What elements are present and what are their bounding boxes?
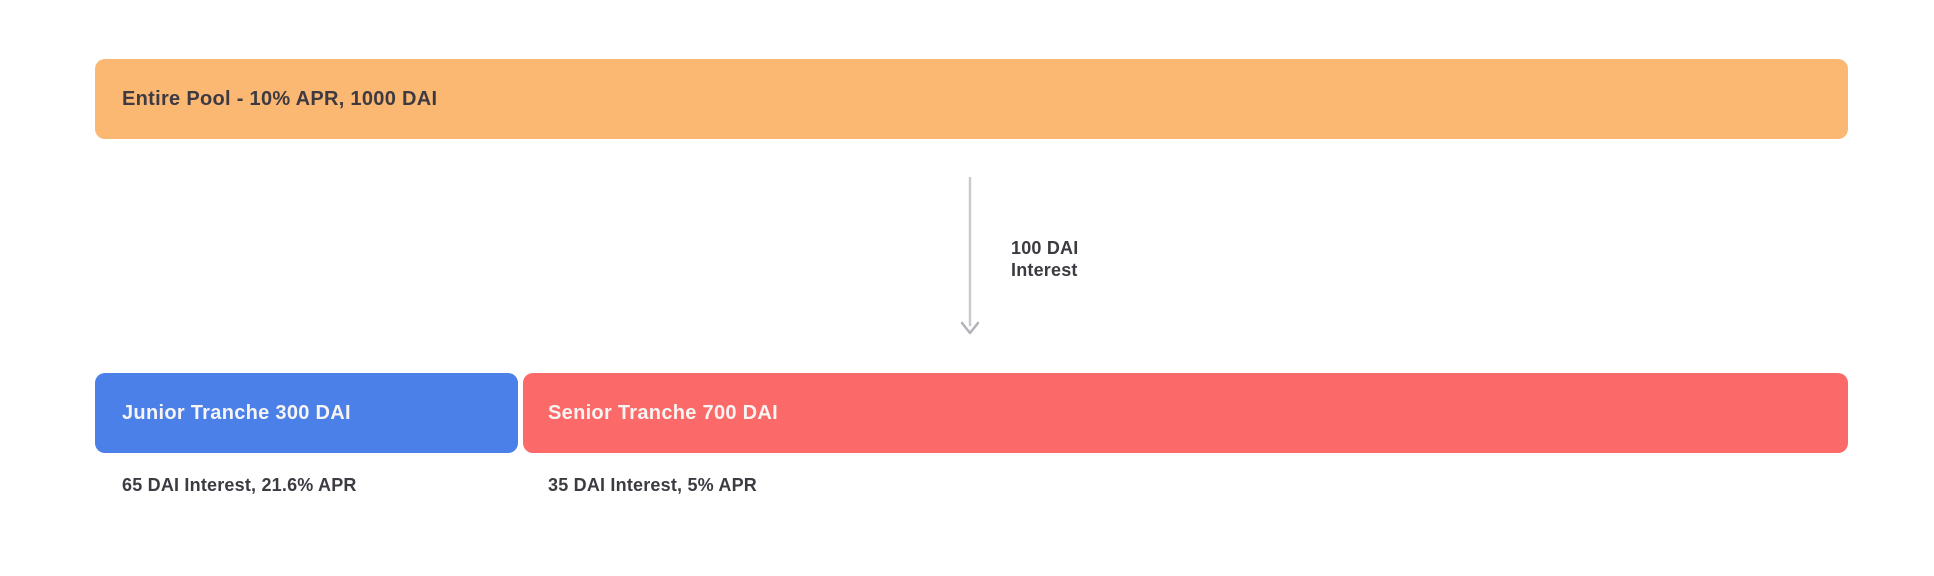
junior-tranche-bar: Junior Tranche 300 DAI — [95, 373, 518, 453]
entire-pool-bar: Entire Pool - 10% APR, 1000 DAI — [95, 59, 1848, 139]
entire-pool-label: Entire Pool - 10% APR, 1000 DAI — [122, 87, 438, 110]
senior-tranche-bar: Senior Tranche 700 DAI — [523, 373, 1848, 453]
interest-flow-label-line1: 100 DAI — [1011, 238, 1079, 258]
senior-tranche-label: Senior Tranche 700 DAI — [548, 401, 779, 424]
interest-flow-label-line2: Interest — [1011, 260, 1078, 280]
down-arrow-icon — [960, 177, 980, 335]
senior-tranche-caption: 35 DAI Interest, 5% APR — [548, 475, 757, 495]
junior-tranche-label: Junior Tranche 300 DAI — [122, 401, 351, 424]
junior-tranche-caption: 65 DAI Interest, 21.6% APR — [122, 475, 357, 495]
interest-flow-label: 100 DAI Interest — [1011, 237, 1078, 281]
